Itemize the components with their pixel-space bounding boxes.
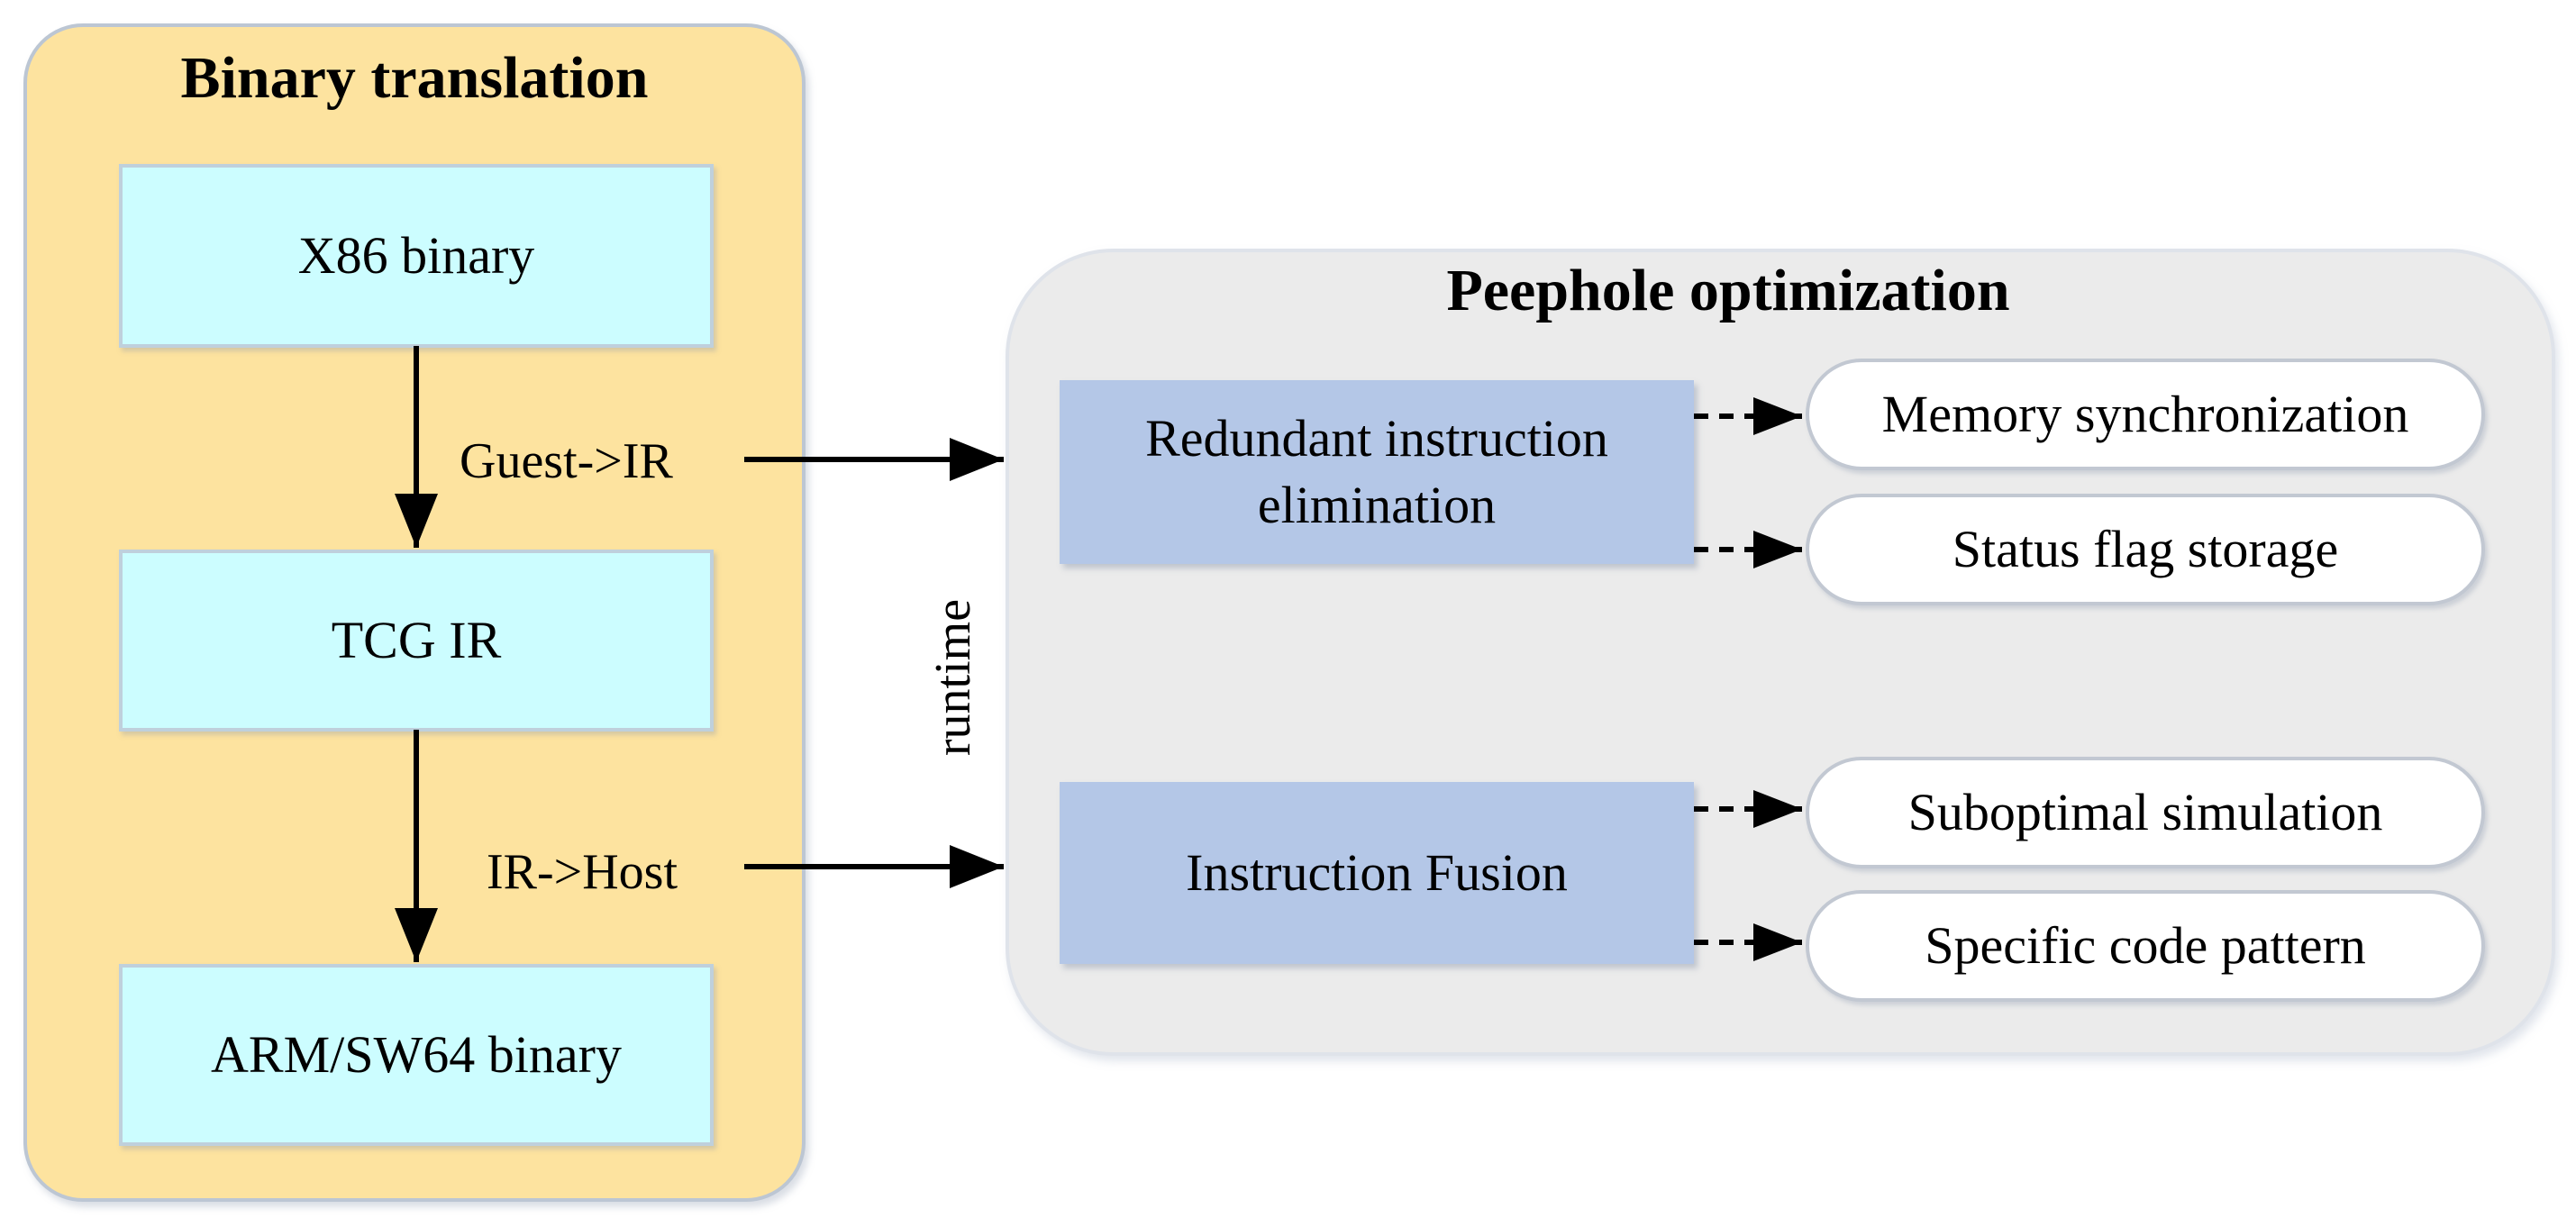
peephole-optimization-title: Peephole optimization <box>1446 258 2010 323</box>
guest-to-ir-label: Guest->IR <box>460 433 673 489</box>
redundant-instruction-elimination-node: Redundant instruction elimination <box>1060 380 1694 564</box>
arm-sw64-binary-node: ARM/SW64 binary <box>119 964 714 1146</box>
instruction-fusion-node: Instruction Fusion <box>1060 782 1694 964</box>
tcg-ir-node: TCG IR <box>119 550 714 732</box>
binary-translation-title: Binary translation <box>180 45 649 111</box>
status-flag-storage-pill: Status flag storage <box>1806 494 2485 605</box>
ir-to-host-label: IR->Host <box>487 844 678 900</box>
memory-synchronization-pill: Memory synchronization <box>1806 359 2485 470</box>
suboptimal-simulation-pill: Suboptimal simulation <box>1806 757 2485 868</box>
specific-code-pattern-pill: Specific code pattern <box>1806 890 2485 1002</box>
